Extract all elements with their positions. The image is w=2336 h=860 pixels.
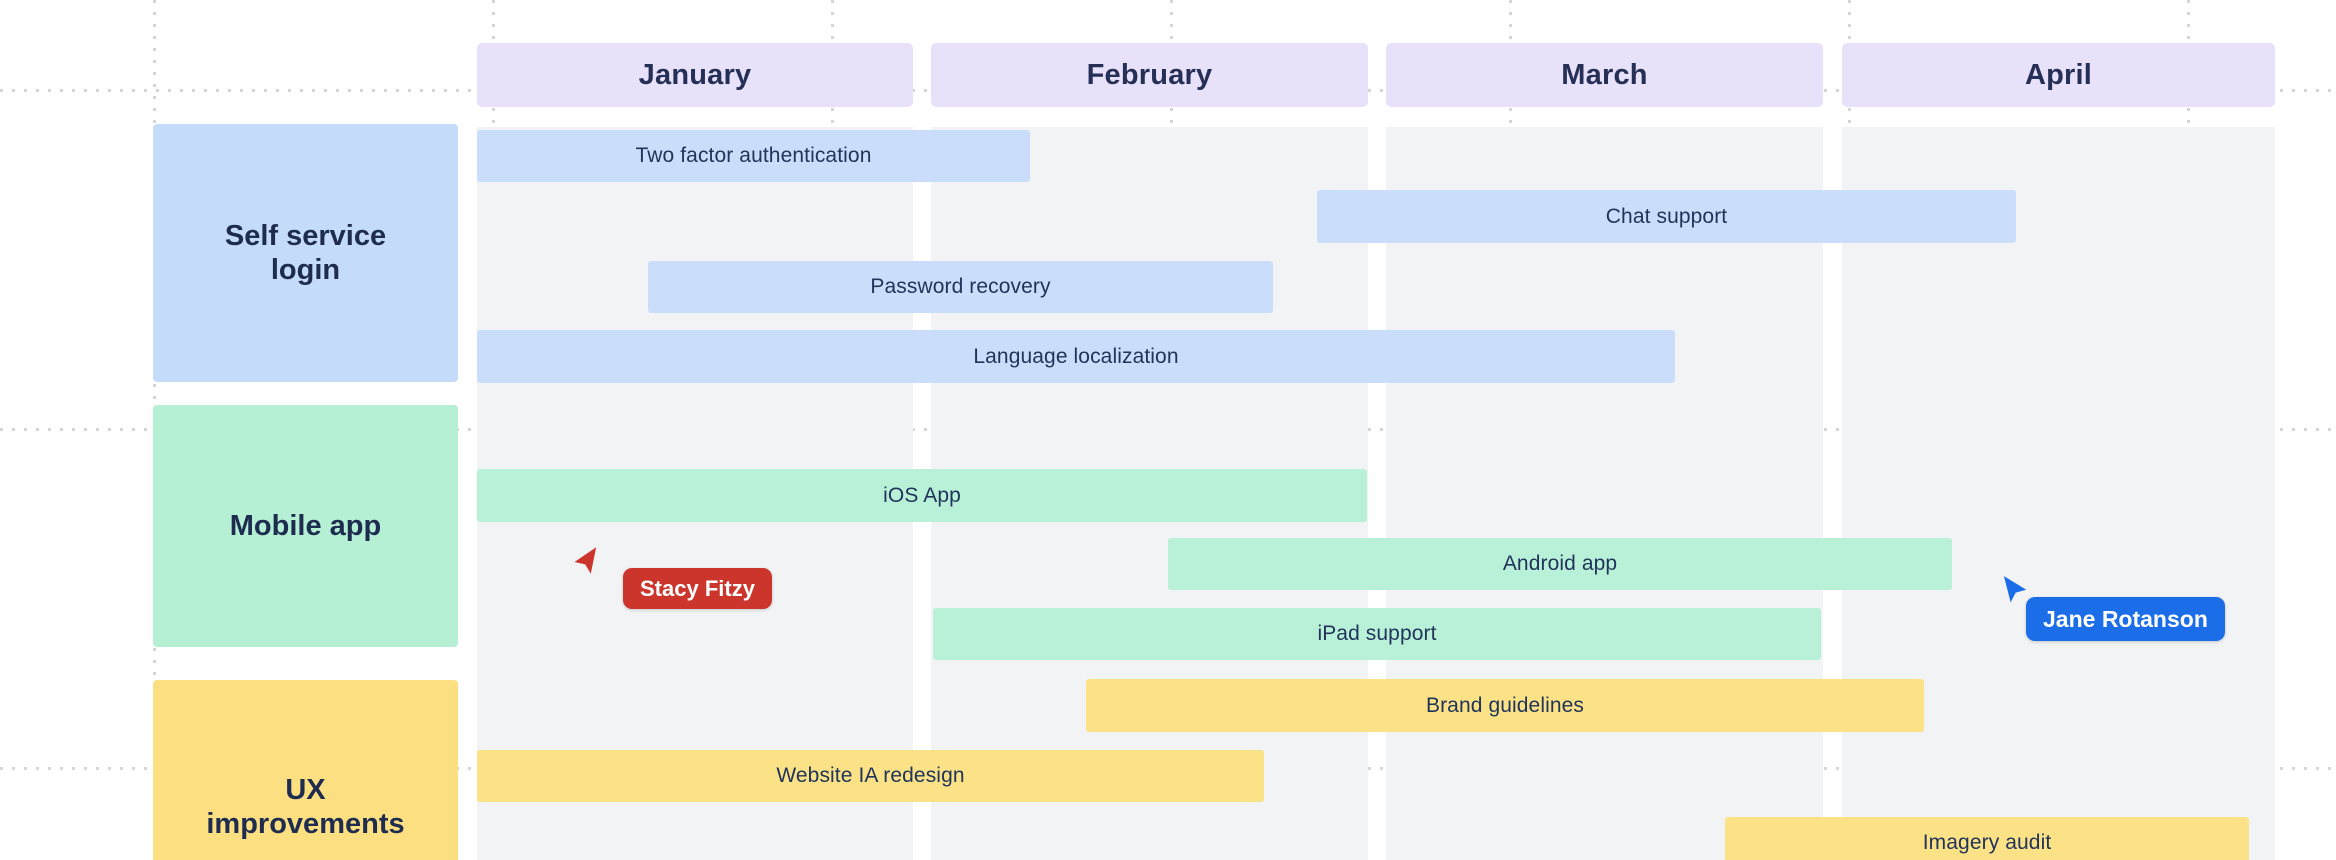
month-header-january[interactable]: January: [477, 43, 913, 107]
timeline-column-april: [1842, 127, 2275, 860]
task-bar-android-app[interactable]: Android app: [1168, 538, 1952, 590]
category-label: Mobile app: [229, 509, 382, 542]
task-label: Android app: [1502, 552, 1618, 575]
cursor-name-text: Stacy Fitzy: [640, 575, 755, 601]
timeline-column-march: [1386, 127, 1823, 860]
task-bar-ios-app[interactable]: iOS App: [477, 469, 1367, 522]
task-bar-two-factor-authentication[interactable]: Two factor authentication: [477, 130, 1030, 182]
month-header-february[interactable]: February: [931, 43, 1368, 107]
task-label: Language localization: [973, 344, 1179, 368]
category-block-ux-improvements[interactable]: UX improvements: [153, 680, 458, 860]
cursor-arrow-icon: [1999, 575, 2029, 607]
task-bar-language-localization[interactable]: Language localization: [477, 330, 1675, 383]
category-label: Self service login: [224, 219, 387, 286]
task-label: Imagery audit: [1922, 831, 2052, 854]
month-header-march[interactable]: March: [1386, 43, 1823, 107]
month-label: February: [1086, 58, 1213, 91]
task-bar-brand-guidelines[interactable]: Brand guidelines: [1086, 679, 1924, 732]
month-label: April: [2024, 58, 2093, 91]
month-label: March: [1561, 58, 1648, 91]
category-block-self-service-login[interactable]: Self service login: [153, 124, 458, 382]
cursor-name-label: Jane Rotanson: [2026, 597, 2225, 641]
cursor-arrow-icon: [571, 546, 602, 579]
month-label: January: [638, 58, 752, 91]
task-label: Chat support: [1605, 204, 1728, 228]
task-label: Password recovery: [870, 275, 1051, 298]
month-header-april[interactable]: April: [1842, 43, 2275, 107]
category-block-mobile-app[interactable]: Mobile app: [153, 405, 458, 647]
task-bar-imagery-audit[interactable]: Imagery audit: [1725, 817, 2249, 860]
task-label: Two factor authentication: [635, 144, 872, 167]
task-bar-chat-support[interactable]: Chat support: [1317, 190, 2016, 243]
task-bar-password-recovery[interactable]: Password recovery: [648, 261, 1273, 313]
task-label: iPad support: [1317, 622, 1437, 645]
task-label: Website IA redesign: [776, 764, 965, 787]
category-label: UX improvements: [206, 773, 405, 840]
task-label: Brand guidelines: [1425, 693, 1585, 717]
task-bar-ipad-support[interactable]: iPad support: [933, 608, 1821, 660]
cursor-name-label: Stacy Fitzy: [623, 568, 772, 609]
cursor-name-text: Jane Rotanson: [2043, 605, 2208, 632]
task-bar-website-ia-redesign[interactable]: Website IA redesign: [477, 750, 1264, 802]
task-label: iOS App: [883, 483, 961, 507]
